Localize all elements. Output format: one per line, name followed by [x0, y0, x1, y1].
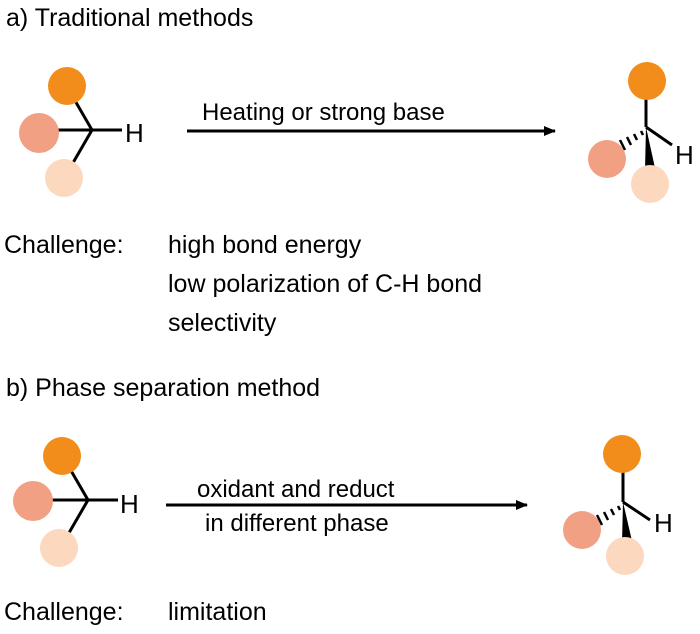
substituent-salmon	[19, 113, 59, 153]
panel-b-product: H	[563, 435, 673, 575]
challenge-item: selectivity	[168, 309, 277, 337]
substituent-peach	[631, 165, 669, 203]
substituent-peach	[40, 529, 78, 567]
panel-b-heading: b) Phase separation method	[6, 374, 320, 402]
substituent-salmon	[13, 481, 53, 521]
panel-a-heading: a) Traditional methods	[6, 4, 253, 32]
hashed-bond	[595, 505, 622, 526]
bond-line	[645, 125, 673, 147]
hashed-bond	[618, 130, 645, 151]
substituent-peach	[45, 159, 83, 197]
hydrogen-label: H	[675, 140, 694, 170]
wedge-bond	[622, 502, 632, 543]
challenge-item: low polarization of C-H bond	[168, 270, 482, 298]
challenge-item: limitation	[168, 598, 267, 626]
panel-b-arrow-label-line1: oxidant and reduct	[197, 476, 395, 503]
substituent-dark-orange	[628, 62, 666, 100]
challenge-item: high bond energy	[168, 231, 362, 259]
panel-a-arrow-label: Heating or strong base	[202, 99, 445, 126]
panel-b-challenge-label: Challenge:	[4, 598, 124, 626]
substituent-dark-orange	[603, 435, 641, 473]
hydrogen-label: H	[654, 508, 673, 538]
panel-a-challenge-label: Challenge:	[4, 231, 124, 259]
panel-b-reactant: H	[13, 437, 139, 567]
hydrogen-label: H	[120, 489, 139, 519]
substituent-dark-orange	[43, 437, 81, 475]
bond-line	[622, 500, 651, 522]
substituent-salmon	[563, 511, 601, 549]
substituent-peach	[606, 537, 644, 575]
panel-a-reactant: H	[19, 67, 144, 197]
wedge-bond	[645, 127, 655, 170]
panel-a-product: H	[588, 62, 694, 203]
panel-b-arrow-label-line2: in different phase	[205, 510, 389, 537]
hydrogen-label: H	[125, 118, 144, 148]
substituent-dark-orange	[48, 67, 86, 105]
substituent-salmon	[588, 140, 626, 178]
bond-line	[64, 499, 90, 539]
